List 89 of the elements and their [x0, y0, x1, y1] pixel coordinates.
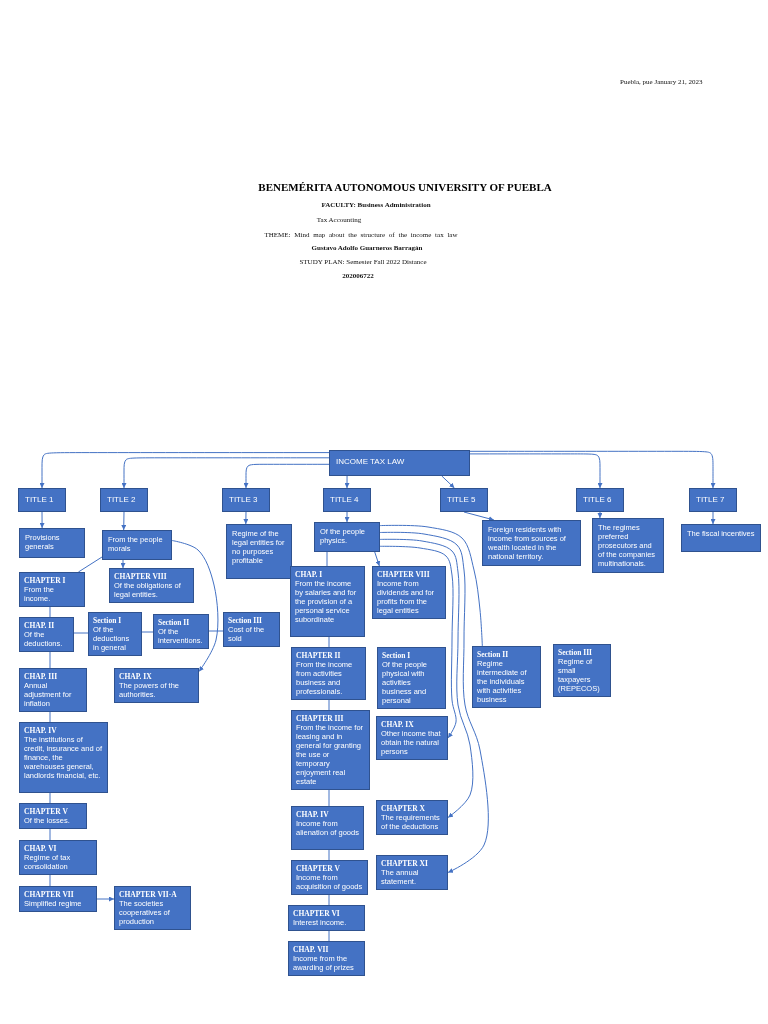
connector-line: [49, 711, 51, 723]
connector-line: [326, 551, 328, 567]
arrow: [374, 551, 381, 567]
arrow: [121, 457, 330, 489]
topic-box: [102, 530, 172, 560]
connector-line: [73, 632, 89, 634]
connector-line: [49, 792, 51, 804]
topic-box: [377, 647, 446, 709]
topic-box: [19, 803, 87, 829]
topic-box: [482, 520, 581, 566]
node-label: TITLE 4: [330, 495, 360, 505]
topic-box: [472, 646, 541, 708]
topic-box: [376, 855, 448, 890]
topic-box: [288, 941, 365, 976]
arrow: [344, 511, 350, 523]
topic-box: [19, 840, 97, 875]
arrow: [463, 511, 495, 522]
topic-box: [291, 710, 370, 790]
arrow: [96, 896, 115, 902]
connector-line: [328, 930, 330, 942]
arrow: [469, 450, 716, 489]
connector-line: [141, 631, 154, 633]
title-box: [689, 488, 737, 512]
node-label: TITLE 6: [583, 495, 613, 505]
arrow: [441, 475, 455, 489]
arrow: [597, 511, 603, 519]
connector-line: [379, 524, 483, 647]
topic-box: [114, 886, 191, 930]
connector-line: [77, 556, 103, 573]
node-label: TITLE 7: [696, 495, 726, 505]
topic-box: [19, 722, 108, 793]
topic-box: [291, 647, 366, 700]
title-box: [222, 488, 270, 512]
topic-box: [114, 668, 199, 703]
arrow: [120, 559, 126, 569]
connector-line: [328, 699, 330, 711]
arrow: [344, 475, 350, 489]
connector-line: [328, 636, 330, 648]
connector-line: [328, 894, 330, 906]
topic-box: [223, 612, 280, 647]
arrow: [379, 545, 457, 739]
page-title: BENEMÉRITA AUTONOMOUS UNIVERSITY OF PUEBLA: [258, 181, 552, 195]
node-label: INCOME TAX LAW: [336, 457, 406, 467]
arrow: [379, 531, 489, 873]
title-box: [18, 488, 66, 512]
connector-line: [49, 874, 51, 887]
title-box: [576, 488, 624, 512]
connector-line: [49, 651, 51, 669]
connector-line: [328, 849, 330, 861]
topic-box: [553, 644, 611, 697]
connector-line: [208, 630, 224, 632]
connector-line: [49, 606, 51, 618]
node-label: TITLE 2: [107, 495, 137, 505]
arrow: [39, 452, 330, 489]
topic-box: [19, 528, 85, 558]
arrow: [121, 511, 127, 531]
arrow: [171, 540, 219, 672]
node-label: TITLE 5: [447, 495, 477, 505]
title-box: [100, 488, 148, 512]
topic-box: [153, 614, 209, 649]
topic-box: [19, 668, 87, 712]
node-label: TITLE 1: [25, 495, 55, 505]
topic-box: [19, 617, 74, 652]
topic-box: [19, 886, 97, 912]
topic-box: [109, 568, 194, 603]
topic-box: [288, 905, 365, 931]
connector-line: [49, 828, 51, 841]
topic-box: [592, 518, 664, 573]
topic-box: [376, 716, 448, 760]
arrow: [710, 511, 716, 525]
topic-box: [19, 572, 85, 607]
node-label: TITLE 3: [229, 495, 259, 505]
topic-box: [291, 806, 364, 850]
title-box: [323, 488, 371, 512]
root-box: [329, 450, 470, 476]
topic-box: [681, 524, 761, 552]
arrow: [243, 463, 330, 489]
title-box: [440, 488, 488, 512]
arrow: [379, 538, 474, 818]
topic-box: [376, 800, 448, 835]
topic-box: [291, 860, 368, 895]
topic-box: [372, 566, 446, 619]
topic-box: [290, 566, 365, 637]
topic-box: [226, 524, 292, 579]
topic-box: [314, 522, 380, 552]
topic-box: [88, 612, 142, 656]
arrow: [243, 511, 249, 525]
arrow: [469, 453, 603, 489]
connector-line: [328, 789, 330, 807]
